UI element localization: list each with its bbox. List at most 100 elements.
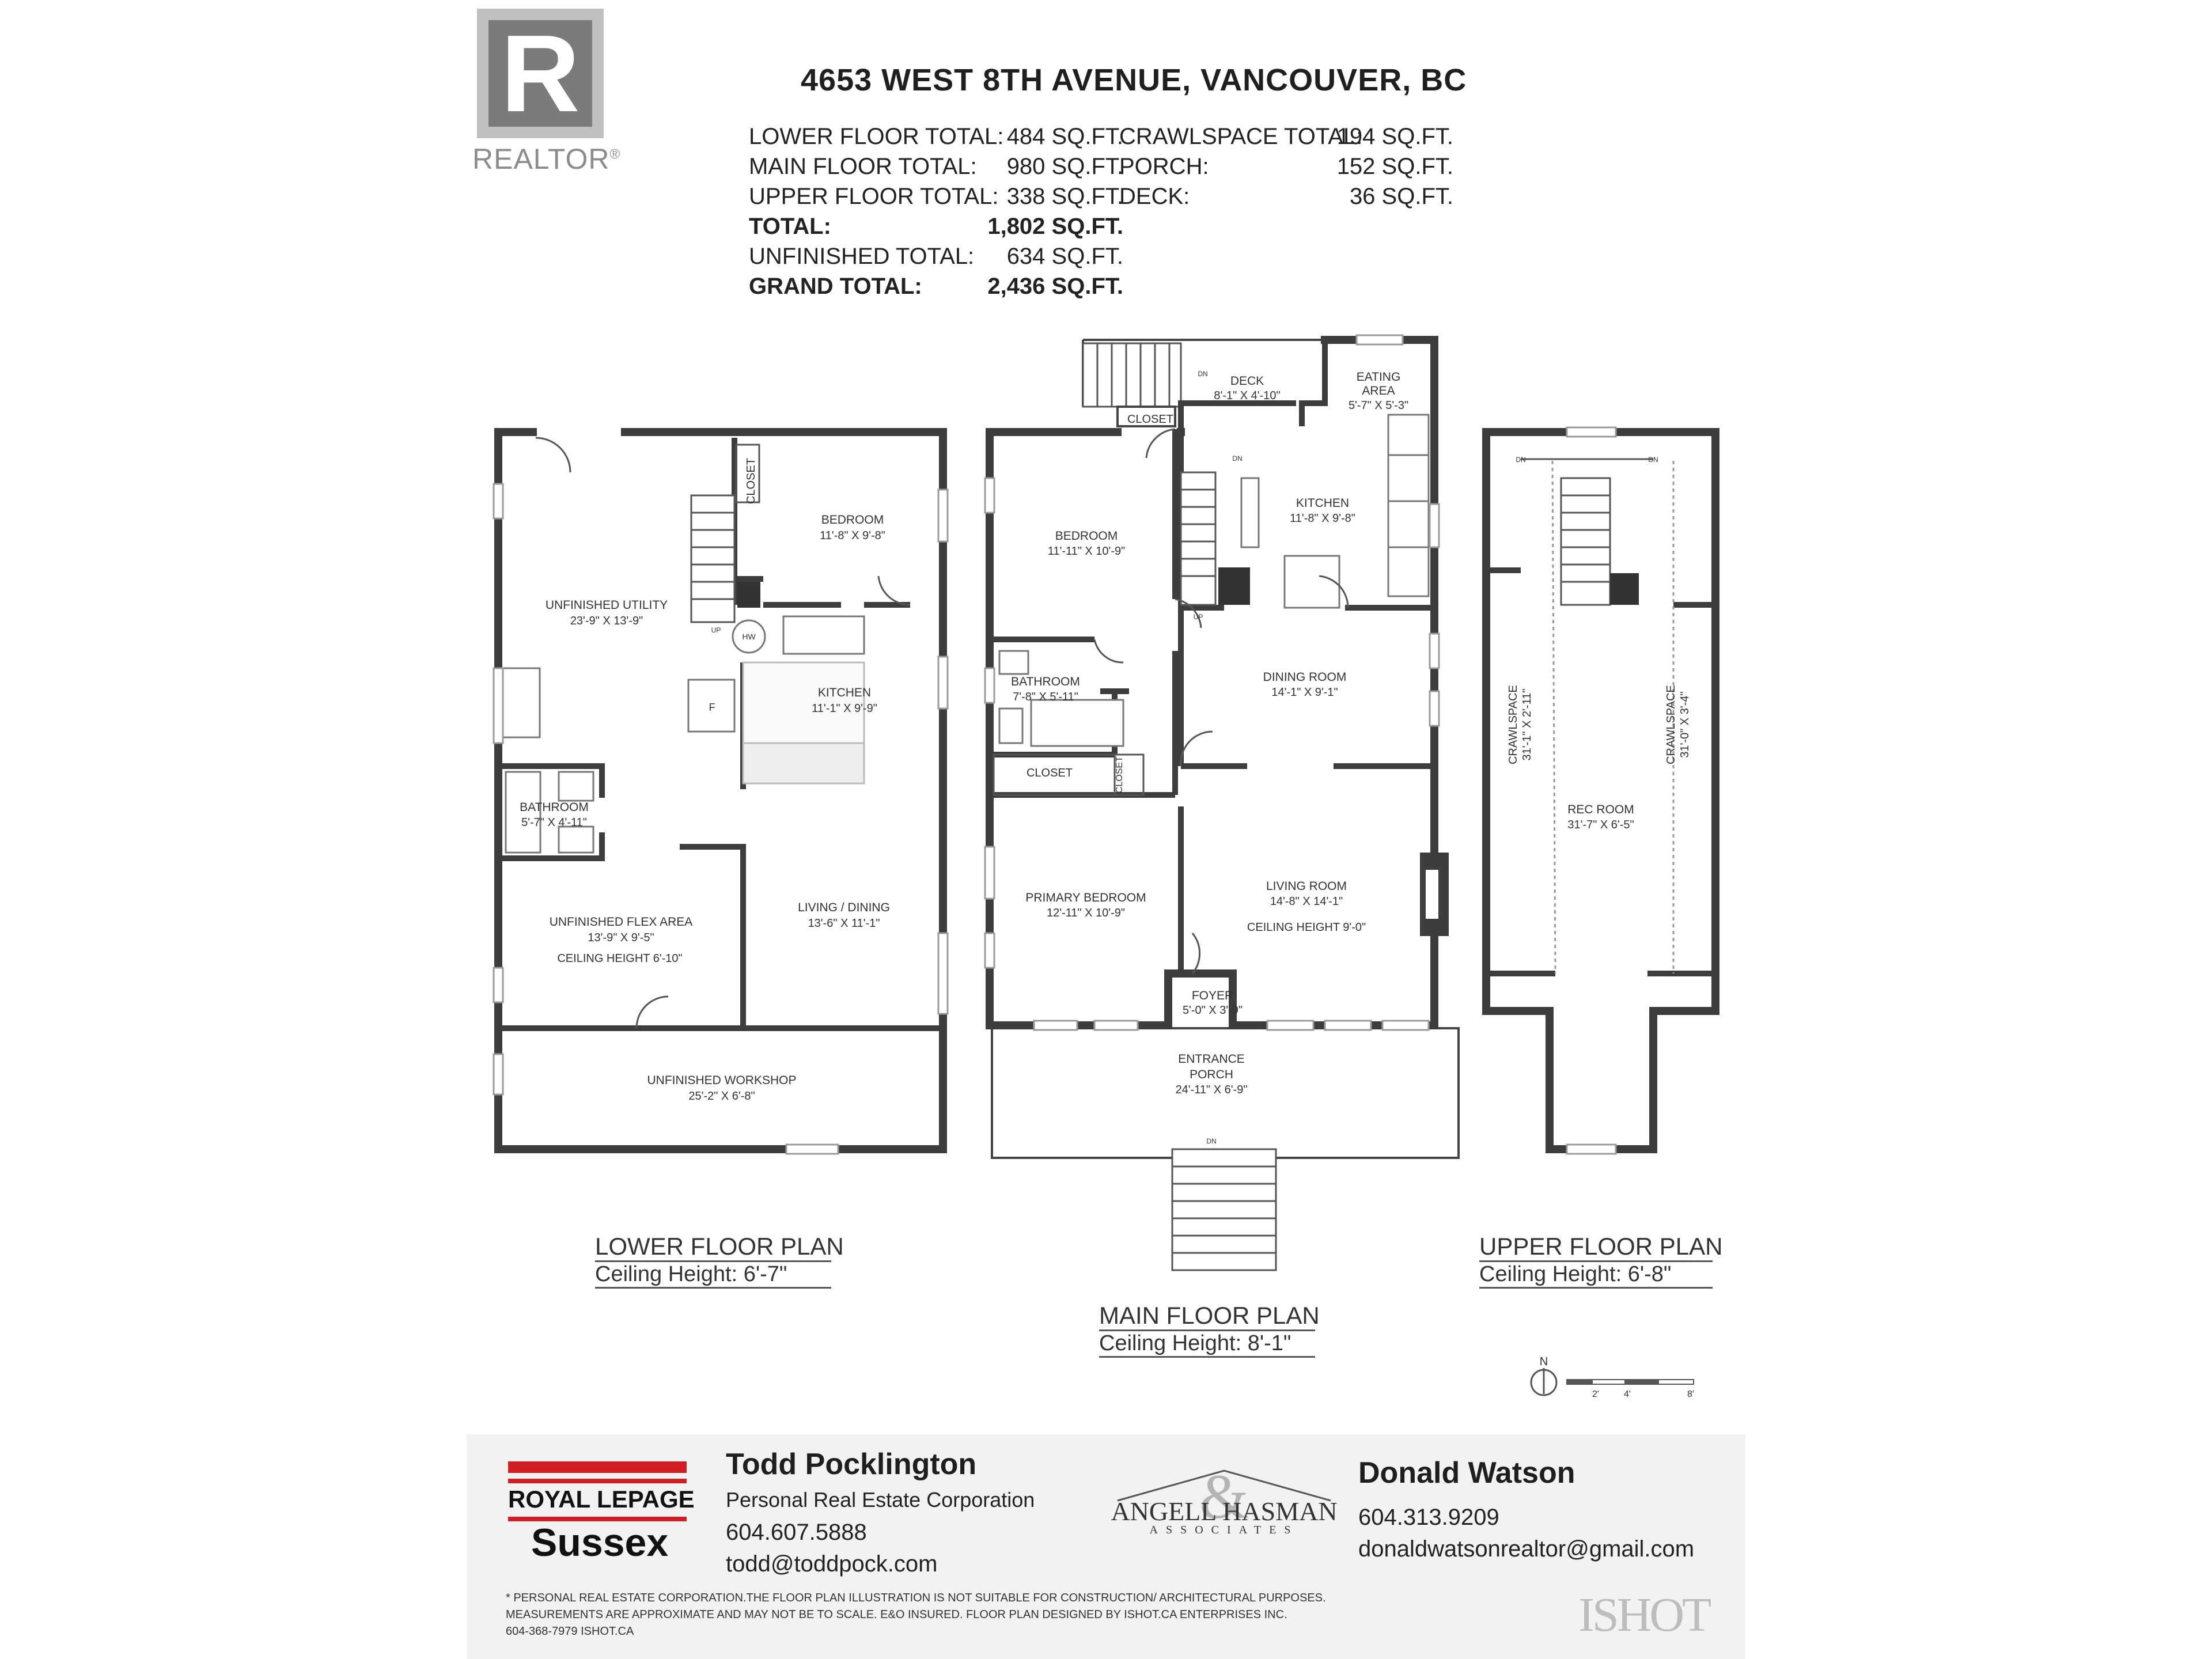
realtor-logo-word: REALTOR xyxy=(472,143,610,175)
main-closet-label-top: CLOSET xyxy=(1127,413,1173,426)
registered-mark: ® xyxy=(609,146,621,162)
lower-plan-ceiling: Ceiling Height: 6'-7" xyxy=(595,1262,787,1286)
interior-stairs-up: UP xyxy=(1194,613,1203,621)
area-value-lower: 484 SQ.FT. xyxy=(1006,124,1123,149)
area-label-lower: LOWER FLOOR TOTAL: xyxy=(749,124,1004,149)
north-arrow-scale: N 2' 4' 8' xyxy=(1530,1355,1694,1399)
area-label-porch: PORCH: xyxy=(1119,154,1209,179)
area-value-unfinished: 634 SQ.FT. xyxy=(1006,244,1123,269)
lower-living-name: LIVING / DINING xyxy=(798,901,890,914)
upper-floor-plan: CRAWLSPACE 31'-1" X 2'-11" CRAWLSPACE 31… xyxy=(1482,426,1719,1155)
front-stairs xyxy=(1171,1148,1277,1271)
living-room-dim: 14'-8" X 14'-1" xyxy=(1270,895,1343,908)
main-bedroom-dim: 11'-11" X 10'-9" xyxy=(1048,545,1126,558)
lower-bathroom-name: BATHROOM xyxy=(520,801,589,814)
area-value-porch: 152 SQ.FT. xyxy=(1336,154,1453,179)
lower-bathtub xyxy=(505,771,541,854)
brokerage-line1: ROYAL LEPAGE xyxy=(508,1486,695,1513)
upper-dn-left: DN xyxy=(1516,456,1525,464)
realtor-logo: R REALTOR® xyxy=(472,9,620,176)
porch-dim: 24'-11" X 6'-9" xyxy=(1176,1084,1248,1096)
area-value-total: 1,802 SQ.FT. xyxy=(987,214,1123,239)
dining-room-name: DINING ROOM xyxy=(1263,671,1347,684)
agent1-title: Personal Real Estate Corporation xyxy=(726,1488,1035,1512)
eating-area-dim: 5'-7" X 5'-3" xyxy=(1349,399,1408,412)
main-plan-caption: MAIN FLOOR PLAN Ceiling Height: 8'-1" xyxy=(1099,1302,1320,1358)
area-value-crawlspace: 194 SQ.FT. xyxy=(1336,124,1453,149)
svg-text:&: & xyxy=(1199,1466,1249,1532)
lower-plan-title: LOWER FLOOR PLAN xyxy=(595,1233,844,1260)
furnace xyxy=(687,679,736,733)
team-line2: ASSOCIATES xyxy=(1149,1524,1299,1536)
main-bathroom-name: BATHROOM xyxy=(1011,675,1080,688)
area-value-main: 980 SQ.FT. xyxy=(1006,154,1123,179)
water-heater xyxy=(732,619,766,654)
water-heater-label: HW xyxy=(742,632,756,641)
main-plan-ceiling: Ceiling Height: 8'-1" xyxy=(1099,1331,1291,1355)
lower-bedroom-name: BEDROOM xyxy=(821,513,884,527)
disclaimer-line3: 604-368-7979 ISHOT.CA xyxy=(506,1625,634,1638)
agent1-name: Todd Pocklington xyxy=(726,1448,977,1481)
front-stairs-dn: DN xyxy=(1206,1137,1216,1145)
primary-bedroom-name: PRIMARY BEDROOM xyxy=(1025,891,1146,904)
agent2-email[interactable]: donaldwatsonrealtor@gmail.com xyxy=(1358,1536,1695,1562)
agent2-phone[interactable]: 604.313.9209 xyxy=(1358,1505,1499,1530)
scale-tick-8: 8' xyxy=(1687,1389,1694,1399)
scale-tick-4: 4' xyxy=(1624,1389,1631,1399)
property-address: 4653 WEST 8TH AVENUE, VANCOUVER, BC xyxy=(801,63,1467,97)
rear-stairs xyxy=(1082,342,1182,408)
lower-flex-dim: 13'-9" X 9'-5" xyxy=(588,931,654,944)
foyer-name: FOYER xyxy=(1192,989,1233,1002)
laundry-sinks xyxy=(501,667,541,738)
crawlspace-left-dim: 31'-1" X 2'-11" xyxy=(1521,689,1533,761)
crawlspace-left-name: CRAWLSPACE xyxy=(1507,685,1520,764)
upper-stairs xyxy=(1560,477,1639,606)
lower-utility-dim: 23'-9" X 13'-9" xyxy=(570,615,643,627)
eating-area-name1: EATING xyxy=(1357,370,1401,384)
area-label-crawlspace: CRAWLSPACE TOTAL: xyxy=(1119,124,1363,149)
dining-room-dim: 14'-1" X 9'-1" xyxy=(1271,686,1338,699)
lower-plan-caption: LOWER FLOOR PLAN Ceiling Height: 6'-7" xyxy=(595,1233,844,1289)
royal-lepage-logo: ROYAL LEPAGE Sussex xyxy=(508,1461,695,1565)
upper-plan-title: UPPER FLOOR PLAN xyxy=(1479,1233,1723,1260)
area-value-deck: 36 SQ.FT. xyxy=(1349,184,1453,209)
lower-flex-name: UNFINISHED FLEX AREA xyxy=(550,915,693,929)
primary-bedroom-dim: 12'-11" X 10'-9" xyxy=(1047,907,1125,919)
crawlspace-right-name: CRAWLSPACE xyxy=(1665,685,1677,764)
area-label-upper: UPPER FLOOR TOTAL: xyxy=(749,184,999,209)
area-label-unfinished: UNFINISHED TOTAL: xyxy=(749,244,975,269)
angell-hasman-logo: & ANGELL HASMAN ASSOCIATES xyxy=(1109,1466,1339,1541)
realtor-logo-letter: R xyxy=(501,13,580,135)
crawlspace-right-dim: 31'-0" X 3'-4" xyxy=(1679,691,1691,757)
north-label: N xyxy=(1540,1355,1548,1368)
lower-bedroom-dim: 11'-8" X 9'-8" xyxy=(820,529,885,542)
disclaimer-line2: MEASUREMENTS ARE APPROXIMATE AND MAY NOT… xyxy=(506,1608,1287,1621)
upper-plan-ceiling: Ceiling Height: 6'-8" xyxy=(1479,1262,1672,1286)
scale-tick-2: 2' xyxy=(1592,1389,1599,1399)
agent1-email[interactable]: todd@toddpock.com xyxy=(726,1551,938,1577)
lower-workshop-name: UNFINISHED WORKSHOP xyxy=(647,1074,796,1087)
deck-dim: 8'-1" X 4'-10" xyxy=(1214,389,1280,402)
area-value-grand-total: 2,436 SQ.FT. xyxy=(987,274,1123,299)
upper-dn-right: DN xyxy=(1648,456,1658,464)
lower-floor-plan: BEDROOM 11'-8" X 9'-8" UNFINISHED UTILIT… xyxy=(493,428,949,1155)
area-label-grand-total: GRAND TOTAL: xyxy=(749,274,922,299)
interior-stairs-dn: DN xyxy=(1232,454,1242,463)
main-closet-label-small: CLOSET xyxy=(1115,756,1124,793)
agent2-name: Donald Watson xyxy=(1358,1456,1575,1490)
living-room-ceiling: CEILING HEIGHT 9'-0" xyxy=(1247,921,1366,934)
main-plan-title: MAIN FLOOR PLAN xyxy=(1099,1302,1320,1329)
lower-stairs-up: UP xyxy=(711,626,721,634)
main-bedroom-name: BEDROOM xyxy=(1055,529,1118,543)
foyer-dim: 5'-0" X 3'-9" xyxy=(1183,1004,1243,1017)
main-bathroom-dim: 7'-8" X 5'-11" xyxy=(1013,691,1078,703)
porch-name1: ENTRANCE xyxy=(1178,1052,1245,1066)
eating-area-name2: AREA xyxy=(1362,384,1395,397)
team-line1: ANGELL HASMAN xyxy=(1111,1497,1338,1526)
area-value-upper: 338 SQ.FT. xyxy=(1006,184,1123,209)
rear-stairs-dn: DN xyxy=(1198,370,1207,378)
lower-workshop-dim: 25'-2" X 6'-8" xyxy=(688,1090,755,1103)
main-bathtub xyxy=(1030,699,1124,747)
agent1-phone[interactable]: 604.607.5888 xyxy=(726,1520,867,1545)
